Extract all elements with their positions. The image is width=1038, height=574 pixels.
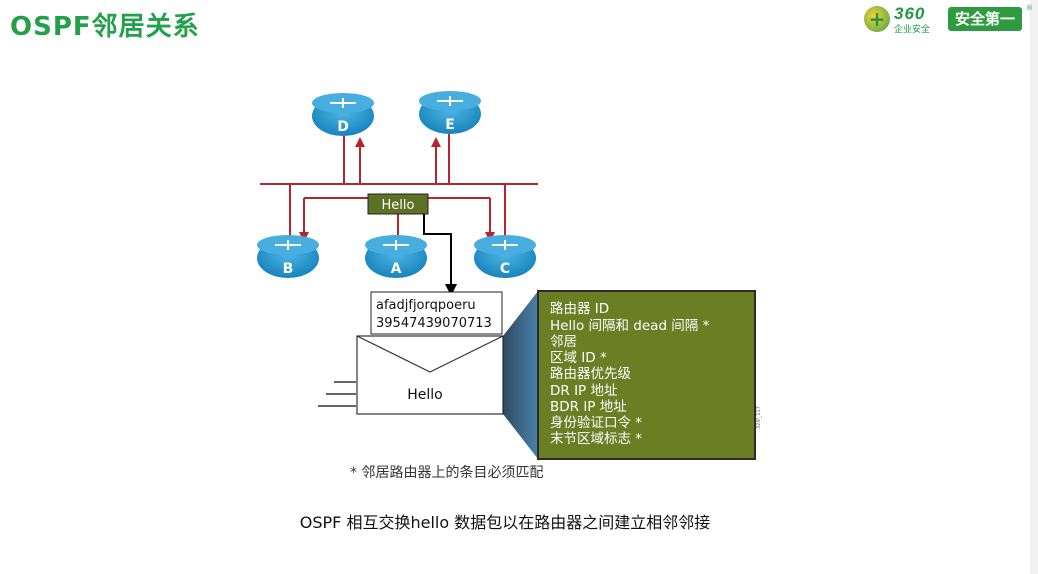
right-edge-strip bbox=[1030, 0, 1038, 574]
field-router-id: 路由器 ID bbox=[550, 301, 609, 317]
field-stub-area-flag: 末节区域标志 * bbox=[550, 431, 642, 447]
field-router-priority: 路由器优先级 bbox=[550, 366, 631, 382]
packet-line-2: 39547439070713 bbox=[376, 316, 492, 331]
field-bdr-ip: BDR IP 地址 bbox=[550, 399, 627, 415]
hello-tag-box bbox=[367, 193, 429, 215]
router-c: C bbox=[474, 235, 536, 278]
router-d: D bbox=[312, 93, 374, 136]
router-e: E bbox=[419, 91, 481, 134]
packet-line-1: afadjfjorqpoeru bbox=[376, 298, 476, 313]
hello-tag-label: Hello bbox=[382, 198, 415, 213]
slide-caption: OSPF 相互交换hello 数据包以在路由器之间建立相邻邻接 bbox=[0, 509, 1030, 533]
logo-subtitle: 企业安全 bbox=[894, 25, 931, 35]
router-d-label: D bbox=[337, 119, 349, 135]
caption-text: OSPF 相互交换hello 数据包以在路由器之间建立相邻邻接 bbox=[299, 513, 711, 532]
field-auth-password: 身份验证口令 * bbox=[550, 415, 642, 431]
hello-fields-box bbox=[537, 290, 756, 460]
field-area-id: 区域 ID * bbox=[550, 350, 607, 366]
packet-data-box bbox=[370, 291, 503, 335]
router-a-label: A bbox=[391, 261, 402, 277]
company-logo: + 360 企业安全 安全第一 ® bbox=[864, 4, 1034, 35]
field-dr-ip: DR IP 地址 bbox=[550, 383, 617, 399]
zoom-fan bbox=[503, 291, 538, 459]
slide-title: OSPF邻居关系 bbox=[10, 12, 200, 42]
network-links bbox=[260, 134, 538, 242]
envelope-label: Hello bbox=[407, 387, 443, 403]
plus-logo-icon: + bbox=[864, 6, 890, 32]
router-b-label: B bbox=[283, 261, 294, 277]
logo-badge: 安全第一 bbox=[948, 7, 1022, 31]
field-hello-dead-interval: Hello 间隔和 dead 间隔 * bbox=[550, 318, 710, 334]
field-neighbors: 邻居 bbox=[550, 334, 577, 350]
router-c-label: C bbox=[500, 261, 510, 277]
logo-number: 360 bbox=[894, 4, 926, 23]
figure-stamp: 32IP_117 bbox=[756, 406, 762, 429]
hello-arrow bbox=[423, 214, 457, 296]
hello-envelope-icon: Hello bbox=[318, 335, 504, 415]
router-a: A bbox=[365, 235, 427, 278]
registered-mark: ® bbox=[1026, 4, 1033, 12]
router-e-label: E bbox=[445, 117, 455, 133]
footnote: * 邻居路由器上的条目必须匹配 bbox=[350, 465, 544, 481]
router-b: B bbox=[257, 235, 319, 278]
